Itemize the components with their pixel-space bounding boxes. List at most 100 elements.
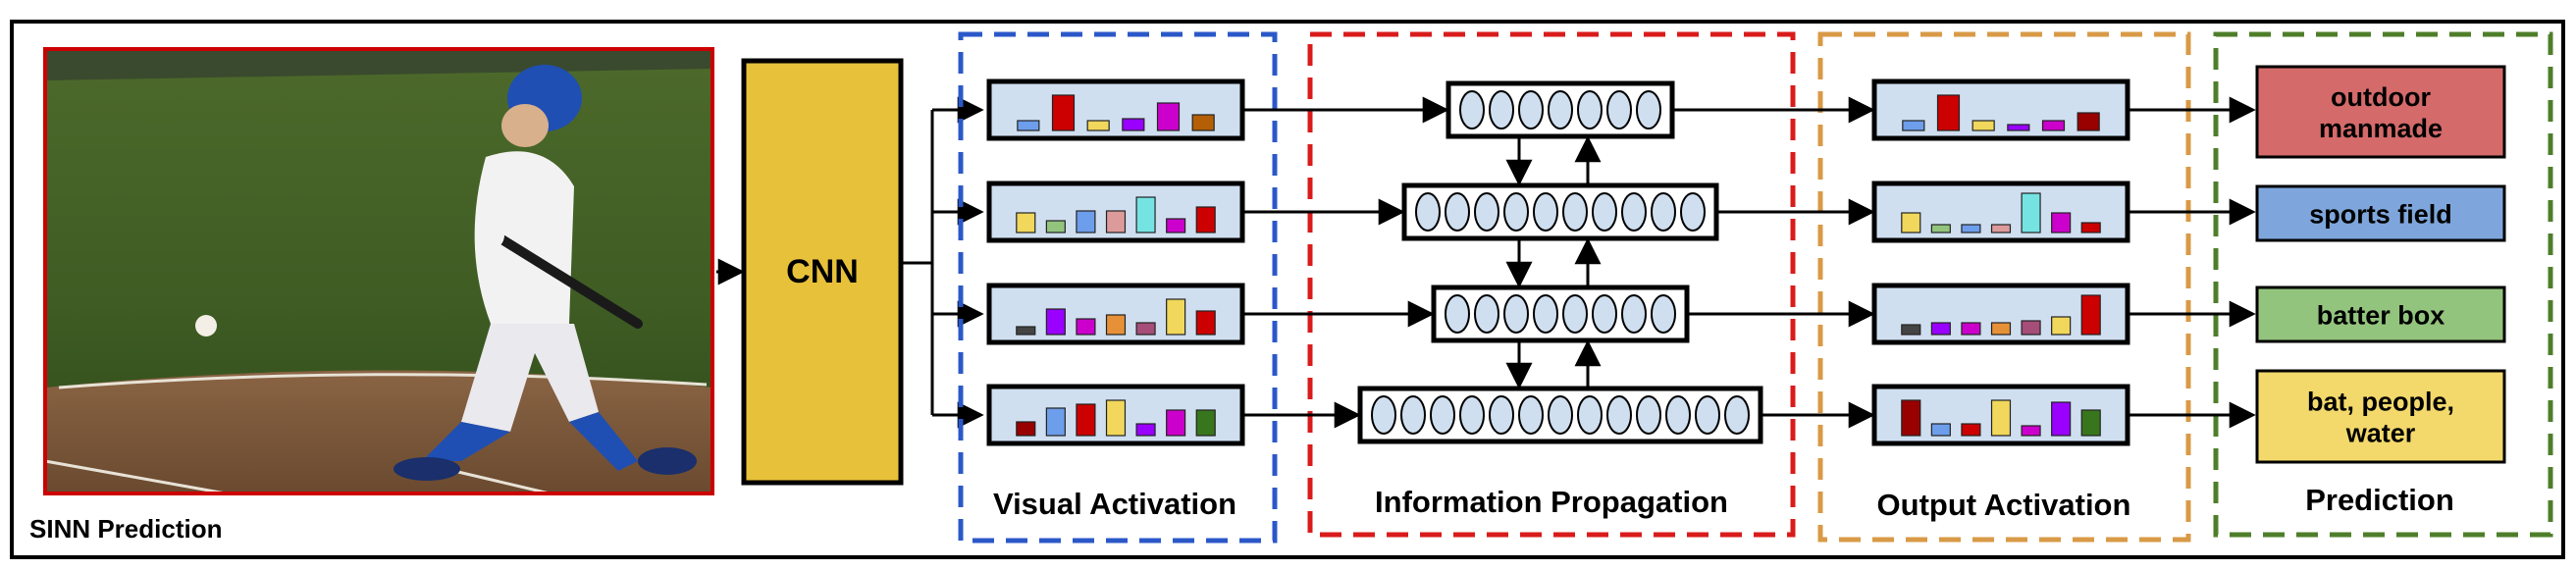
activation-bar bbox=[1156, 102, 1181, 131]
activation-bar bbox=[1086, 120, 1110, 131]
prediction-label: outdoor bbox=[2331, 82, 2431, 112]
activation-bar bbox=[1135, 423, 1156, 437]
activation-bar bbox=[2080, 294, 2101, 336]
propagation-node bbox=[1548, 90, 1573, 130]
input-photo bbox=[43, 47, 714, 495]
prediction-label: batter box bbox=[2317, 301, 2445, 331]
propagation-node bbox=[1474, 192, 1499, 232]
activation-bar bbox=[1902, 120, 1925, 131]
propagation-node bbox=[1459, 395, 1485, 435]
activation-bar bbox=[1045, 407, 1066, 437]
propagation-node bbox=[1562, 294, 1588, 334]
propagation-node bbox=[1518, 395, 1544, 435]
prediction-label: sports field bbox=[2309, 200, 2452, 230]
activation-bar bbox=[1990, 224, 2012, 233]
visual-activation-group bbox=[958, 31, 1278, 544]
propagation-node bbox=[1577, 90, 1603, 130]
prediction-label: bat, people, bbox=[2307, 388, 2454, 417]
flow-arrows bbox=[1242, 96, 2256, 429]
propagation-node bbox=[1621, 192, 1647, 232]
propagation-node bbox=[1636, 90, 1661, 130]
activation-bar bbox=[1930, 224, 1951, 233]
propagation-node bbox=[1459, 90, 1485, 130]
activation-bar bbox=[1135, 196, 1156, 233]
propagation-node bbox=[1503, 192, 1529, 232]
propagation-node bbox=[1400, 395, 1426, 435]
propagation-node bbox=[1474, 294, 1499, 334]
propagation-node bbox=[1651, 192, 1676, 232]
activation-bar bbox=[1122, 118, 1145, 131]
propagation-node bbox=[1503, 294, 1529, 334]
propagation-node bbox=[1371, 395, 1396, 435]
propagation-node bbox=[1548, 395, 1573, 435]
batter-figure bbox=[394, 65, 697, 481]
propagation-node bbox=[1621, 294, 1647, 334]
propagation-node bbox=[1533, 192, 1558, 232]
activation-bar bbox=[1017, 120, 1040, 131]
propagation-node bbox=[1636, 395, 1661, 435]
output-activation-box-1 bbox=[1871, 78, 2130, 141]
activation-bar bbox=[1901, 324, 1921, 336]
prediction-label: manmade bbox=[2319, 114, 2443, 143]
activation-bar bbox=[2021, 425, 2041, 437]
activation-bar bbox=[1961, 322, 1981, 336]
propagation-node bbox=[1651, 294, 1676, 334]
prediction-box-3: batter box bbox=[2255, 285, 2506, 343]
propagation-node bbox=[1445, 192, 1470, 232]
propagation-node bbox=[1533, 294, 1558, 334]
photo-border bbox=[43, 47, 714, 495]
activation-bar bbox=[2021, 320, 2041, 336]
activation-bar bbox=[1195, 206, 1216, 233]
propagation-node bbox=[1724, 395, 1750, 435]
activation-bar bbox=[1166, 409, 1186, 437]
information-propagation-group bbox=[1307, 31, 1796, 538]
information-propagation-title: Information Propagation bbox=[1375, 485, 1728, 519]
propagation-node bbox=[1518, 90, 1544, 130]
activation-bar bbox=[1930, 423, 1951, 437]
visual-activation-box-2 bbox=[986, 181, 1245, 243]
prediction-group bbox=[2213, 31, 2553, 538]
activation-bar bbox=[2080, 409, 2101, 437]
visual-activation-title: Visual Activation bbox=[993, 487, 1236, 521]
activation-bar bbox=[1936, 94, 1961, 131]
activation-bar bbox=[2051, 401, 2072, 437]
propagation-node bbox=[1695, 395, 1720, 435]
output-activation-boxes bbox=[1871, 78, 2130, 446]
prediction-box-4: bat, people,water bbox=[2255, 369, 2506, 464]
activation-bar bbox=[1016, 212, 1036, 233]
activation-bar bbox=[1045, 220, 1066, 233]
activation-bar bbox=[2041, 120, 2066, 131]
output-activation-box-2 bbox=[1871, 181, 2130, 243]
visual-activation-box-3 bbox=[986, 283, 1245, 345]
prediction-box-2: sports field bbox=[2255, 184, 2506, 242]
visual-activation-boxes bbox=[986, 78, 1245, 446]
activation-bar bbox=[2051, 316, 2072, 336]
propagation-node bbox=[1562, 192, 1588, 232]
activation-bar bbox=[2007, 124, 2030, 131]
prediction-label: water bbox=[2345, 419, 2416, 448]
activation-bar bbox=[1901, 212, 1921, 233]
propagation-node bbox=[1489, 395, 1514, 435]
activation-bar bbox=[1901, 399, 1921, 437]
activation-bar bbox=[1105, 314, 1127, 336]
activation-bar bbox=[1990, 322, 2012, 336]
propagation-node bbox=[1489, 90, 1514, 130]
output-activation-box-4 bbox=[1871, 384, 2130, 446]
activation-bar bbox=[2077, 112, 2100, 131]
output-activation-group bbox=[1817, 31, 2191, 543]
activation-bar bbox=[2021, 192, 2041, 233]
propagation-layer-2 bbox=[1401, 182, 1719, 241]
activation-bar bbox=[1016, 421, 1036, 437]
activation-bar bbox=[1166, 218, 1186, 233]
outer-frame bbox=[10, 20, 2565, 559]
activation-bar bbox=[1195, 409, 1216, 437]
activation-bar bbox=[1076, 403, 1096, 437]
activation-bar bbox=[1105, 210, 1127, 233]
propagation-layer-4 bbox=[1357, 386, 1763, 444]
prediction-title: Prediction bbox=[2305, 483, 2454, 517]
activation-bar bbox=[1961, 423, 1981, 437]
output-activation-box-3 bbox=[1871, 283, 2130, 345]
